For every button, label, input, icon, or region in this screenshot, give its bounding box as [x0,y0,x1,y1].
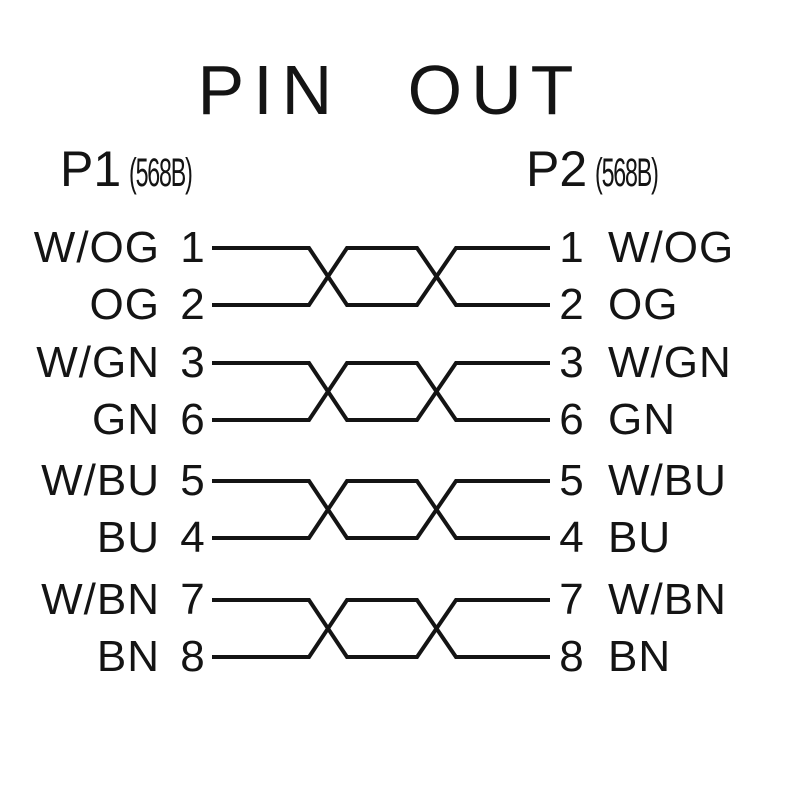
pin-number-right: 2 [559,280,585,329]
pin-number-left: 4 [180,513,206,562]
pin-number-right: 1 [559,223,585,272]
wire-path-top [212,246,550,307]
connector-p2-standard: (568B) [595,151,659,195]
wire-path-top [212,361,550,422]
wire-path-bottom [212,361,550,422]
pin-number-left: 6 [180,395,206,444]
wire-color-label-left: BN [96,632,160,681]
twisted-pair-row: W/BN 7 7 W/BN BN 8 8 BN [0,560,800,700]
wire-color-label-right: W/BN [608,575,727,624]
pin-number-left: 2 [180,280,206,329]
connector-p2-name: P2 [526,141,588,197]
wire-path-bottom [212,246,550,307]
wire-color-label-left: W/OG [33,223,160,272]
connector-p1-name: P1 [60,141,122,197]
wire-color-label-left: W/GN [36,338,160,387]
wire-path-bottom [212,479,550,540]
pin-number-right: 6 [559,395,585,444]
twisted-pair-symbol [212,598,550,659]
pin-number-right: 3 [559,338,585,387]
pin-number-right: 5 [559,456,585,505]
pin-number-right: 7 [559,575,585,624]
wire-color-label-left: BU [96,513,160,562]
wire-path-top [212,479,550,540]
connector-p1-header: P1(568B) [60,140,237,198]
wire-color-label-right: BU [608,513,672,562]
page-title: PIN OUT [197,51,583,129]
wire-color-label-right: GN [608,395,676,444]
twisted-pair-row: W/BU 5 5 W/BU BU 4 4 BU [0,441,800,581]
pin-number-left: 3 [180,338,206,387]
pin-number-right: 4 [559,513,585,562]
twisted-pair-row: W/OG 1 1 W/OG OG 2 2 OG [0,208,800,348]
pin-number-left: 1 [180,223,206,272]
wire-color-label-left: OG [89,280,160,329]
twisted-pair-symbol [212,361,550,422]
wire-color-label-left: W/BU [41,456,160,505]
twisted-pair-symbol [212,246,550,307]
wire-color-label-left: W/BN [41,575,160,624]
wire-color-label-right: W/OG [608,223,735,272]
pin-number-left: 8 [180,632,206,681]
wire-color-label-right: OG [608,280,679,329]
wire-color-label-right: BN [608,632,672,681]
wire-path-top [212,598,550,659]
twisted-pair-row: W/GN 3 3 W/GN GN 6 6 GN [0,323,800,463]
wire-color-label-right: W/BU [608,456,727,505]
connector-p2-header: P2(568B) [526,140,703,198]
wire-path-bottom [212,598,550,659]
pin-number-left: 5 [180,456,206,505]
twisted-pair-symbol [212,479,550,540]
connector-p1-standard: (568B) [129,151,193,195]
wire-color-label-left: GN [92,395,160,444]
pin-number-right: 8 [559,632,585,681]
wire-color-label-right: W/GN [608,338,732,387]
pin-number-left: 7 [180,575,206,624]
